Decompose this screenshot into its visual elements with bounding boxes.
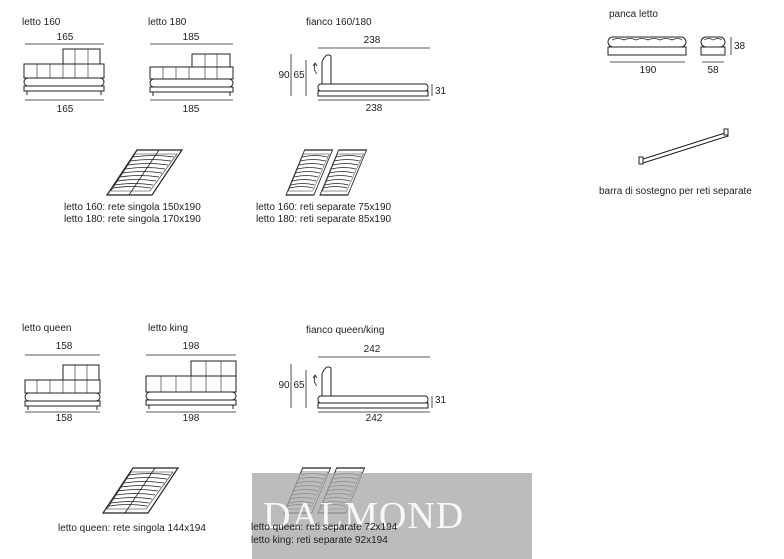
caption-separate-top-1: letto 160: reti separate 75x190 [256, 202, 392, 213]
side-queen-king-height-total: 90 [278, 380, 290, 391]
slat-frame-separate-top [285, 149, 368, 196]
bed-king-bottom-width: 198 [182, 413, 200, 424]
bench-height: 38 [734, 41, 746, 52]
side-queen-king-length-top: 242 [363, 344, 381, 355]
bed-queen-plan [24, 354, 101, 413]
caption-separate-bottom-1: letto queen: reti separate 72x194 [251, 522, 398, 533]
side-view-160-180 [290, 47, 433, 101]
caption-single-top-2: letto 180: rete singola 170x190 [64, 214, 201, 225]
bed-180-plan [149, 43, 234, 101]
bench-title: panca letto [609, 9, 658, 20]
bench-depth: 58 [707, 65, 719, 76]
slat-frame-single-bottom [102, 467, 179, 514]
side-160-180-length-top: 238 [363, 35, 381, 46]
support-bar-caption: barra di sostegno per reti separate [599, 186, 752, 197]
side-queen-king-height-base: 31 [435, 395, 447, 406]
bench-width: 190 [639, 65, 657, 76]
bed-king-plan [145, 354, 237, 413]
bed-180-top-width: 185 [182, 32, 200, 43]
bed-160-title: letto 160 [22, 17, 61, 28]
bed-180-title: letto 180 [148, 17, 187, 28]
side-160-180-title: fianco 160/180 [306, 17, 372, 28]
bed-180-bottom-width: 185 [182, 104, 200, 115]
bed-queen-top-width: 158 [55, 341, 73, 352]
side-160-180-height-total: 90 [278, 70, 290, 81]
side-queen-king-title: fianco queen/king [306, 325, 385, 336]
support-bar-drawing [638, 128, 729, 165]
caption-separate-bottom-2: letto king: reti separate 92x194 [251, 535, 388, 546]
side-160-180-length-bottom: 238 [365, 103, 383, 114]
bed-queen-title: letto queen [22, 323, 72, 334]
side-queen-king-height-headboard: 65 [293, 380, 305, 391]
bed-king-title: letto king [148, 323, 189, 334]
caption-separate-top-2: letto 180: reti separate 85x190 [256, 214, 392, 225]
bed-king-top-width: 198 [182, 341, 200, 352]
side-160-180-height-headboard: 65 [293, 70, 305, 81]
bed-160-top-width: 165 [56, 32, 74, 43]
watermark-panel [252, 473, 532, 559]
side-view-queen-king [290, 356, 433, 413]
bed-160-plan [23, 43, 105, 101]
caption-single-bottom-1: letto queen: rete singola 144x194 [58, 523, 206, 534]
slat-frame-single-top [106, 149, 183, 196]
side-160-180-height-base: 31 [435, 86, 447, 97]
bed-queen-bottom-width: 158 [55, 413, 73, 424]
bench-drawing [607, 36, 732, 63]
bed-160-bottom-width: 165 [56, 104, 74, 115]
watermark-text: DALMOND [263, 495, 465, 537]
side-queen-king-length-bottom: 242 [365, 413, 383, 424]
caption-single-top-1: letto 160: rete singola 150x190 [64, 202, 201, 213]
